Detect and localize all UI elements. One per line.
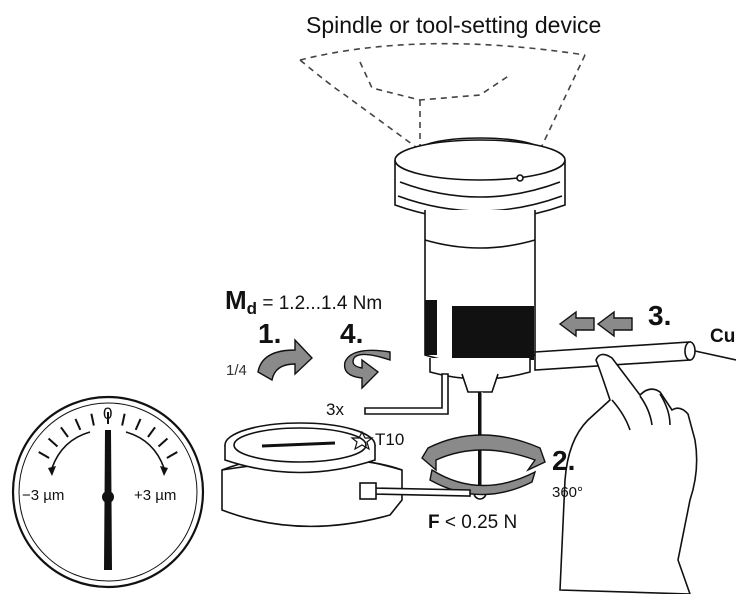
gauge-tick (38, 451, 50, 459)
step4-label: 4. (340, 318, 364, 349)
gauge-tick (147, 426, 156, 438)
hex-key (364, 373, 449, 415)
step3-label: 3. (648, 300, 672, 331)
push-bar (534, 341, 736, 371)
gauge-tick (121, 413, 126, 426)
force-label: F < 0.25 N (428, 512, 517, 534)
gauge-tick (134, 418, 142, 431)
step1-sub-label: 1/4 (226, 362, 247, 379)
hand-illustration (559, 353, 698, 594)
torque-label: Md = 1.2...1.4 Nm (225, 285, 383, 318)
step3-arrows (558, 310, 633, 338)
step1-arrow (257, 338, 313, 382)
probe-holder (394, 137, 566, 393)
gauge-tick (90, 413, 95, 426)
gauge-minus-label: −3 µm (22, 487, 65, 504)
force-value: < 0.25 N (444, 512, 518, 533)
step2-sub-label: 360° (552, 484, 584, 501)
gauge-tick (157, 437, 169, 448)
step2-label: 2. (552, 445, 576, 476)
step1-label: 1. (258, 318, 282, 349)
rotation-arrow-360 (421, 434, 546, 496)
edge-text-label: Cu (710, 326, 736, 347)
torque-subscript: d (246, 299, 258, 318)
torque-value: = 1.2...1.4 Nm (262, 293, 383, 314)
spindle-label: Spindle or tool-setting device (306, 12, 602, 38)
gauge-tick (74, 418, 82, 431)
torque-symbol: M (225, 285, 247, 315)
gauge-plus-label: +3 µm (134, 487, 177, 504)
gauge-zoom (11, 395, 205, 589)
dial-indicator (221, 422, 471, 528)
screw-tool-label: T10 (375, 430, 405, 449)
gauge-tick (60, 426, 69, 438)
gauge-tick (47, 437, 59, 448)
spindle-outline (299, 42, 586, 151)
gauge-zero-label: 0 (103, 404, 113, 423)
gauge-tick (166, 451, 178, 459)
step4-arrow (343, 349, 391, 390)
torx-star-icon (350, 430, 374, 451)
force-symbol: F (428, 512, 440, 533)
screw-count-label: 3x (326, 400, 344, 419)
